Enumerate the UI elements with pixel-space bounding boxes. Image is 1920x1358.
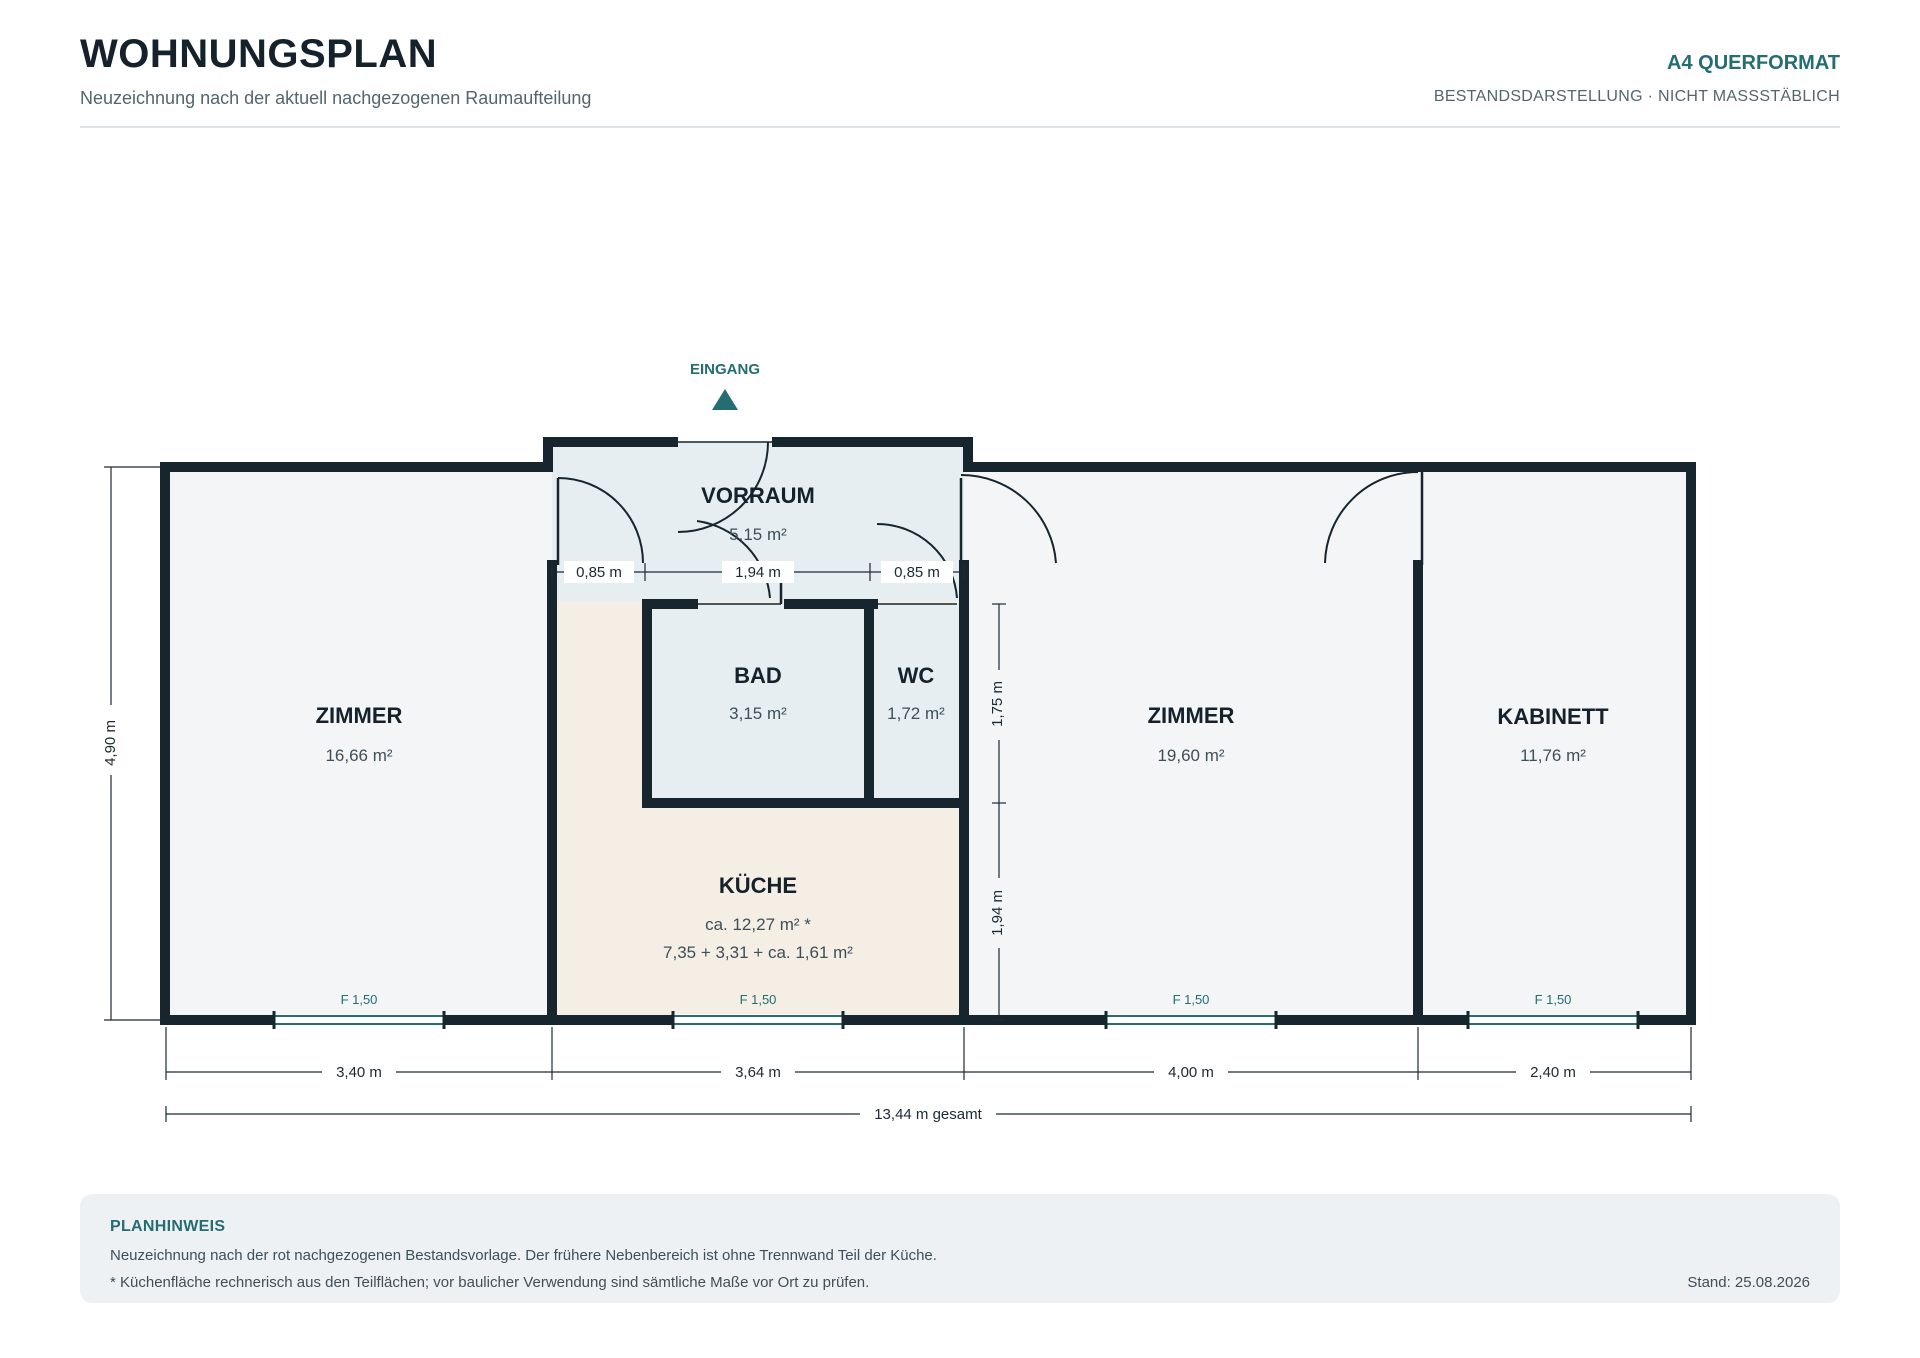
header-divider	[80, 126, 1840, 128]
room-name-kueche: KÜCHE	[719, 873, 797, 898]
room-area-vorraum: 5,15 m²	[729, 525, 787, 544]
dim-total: 13,44 m gesamt	[874, 1106, 982, 1123]
room-name-vorraum: VORRAUM	[701, 483, 815, 508]
door-leaves	[556, 441, 1424, 605]
room-fill-wc	[869, 604, 964, 803]
window-label: F 1,50	[341, 992, 378, 1007]
room-name-kabinett: KABINETT	[1497, 704, 1609, 729]
room-fill-zimmer-left	[165, 467, 552, 1020]
door-arc-wc	[876, 522, 958, 599]
room-name-wc: WC	[898, 663, 935, 688]
window-label: F 1,50	[740, 992, 777, 1007]
status-label: BESTANDSDARSTELLUNG · NICHT MASSSTÄBLICH	[1433, 88, 1840, 105]
page-title: WOHNUNGSPLAN	[80, 32, 438, 76]
entrance-label: EINGANG	[690, 361, 760, 378]
room-fill-bad	[647, 604, 869, 803]
dim-height: 4,90 m	[102, 720, 119, 766]
dim-vorraum-mid: 1,94 m	[735, 564, 781, 581]
room-area-zimmer-right: 19,60 m²	[1157, 746, 1224, 765]
note-line-2: * Küchenfläche rechnerisch aus den Teilf…	[110, 1274, 870, 1291]
room-area-bad: 3,15 m²	[729, 704, 787, 723]
window-label: F 1,50	[1173, 992, 1210, 1007]
door-arc-bad	[696, 520, 771, 599]
door-arc-zimmer-right	[960, 473, 1057, 564]
dim-width-3: 4,00 m	[1168, 1064, 1214, 1081]
room-name-bad: BAD	[734, 663, 782, 688]
window-kabinett: F 1,50	[1466, 992, 1640, 1029]
dim-vorraum-left: 0,85 m	[576, 564, 622, 581]
room-area-wc: 1,72 m²	[887, 704, 945, 723]
door-arc-kabinett	[1324, 471, 1419, 564]
note-title: PLANHINWEIS	[110, 1218, 226, 1235]
page-subtitle: Neuzeichnung nach der aktuell nachgezoge…	[80, 88, 592, 108]
dim-width-2: 3,64 m	[735, 1064, 781, 1081]
window-zimmer-right: F 1,50	[1104, 992, 1278, 1029]
room-fill-kabinett	[1418, 467, 1691, 1020]
room-fill-zimmer-right	[964, 467, 1418, 1020]
dim-inner-upper: 1,75 m	[989, 681, 1006, 727]
note-date: Stand: 25.08.2026	[1687, 1274, 1810, 1291]
door-arc-zimmer-left	[557, 477, 644, 564]
room-detail-kueche: 7,35 + 3,31 + ca. 1,61 m²	[663, 943, 853, 962]
window-kueche: F 1,50	[671, 992, 845, 1029]
dim-width-4: 2,40 m	[1530, 1064, 1576, 1081]
room-labels: ZIMMER 16,66 m² VORRAUM 5,15 m² BAD 3,15…	[316, 483, 1610, 962]
dim-width-1: 3,40 m	[336, 1064, 382, 1081]
room-name-zimmer-right: ZIMMER	[1148, 703, 1235, 728]
format-label: A4 QUERFORMAT	[1667, 52, 1840, 74]
window-zimmer-left: F 1,50	[272, 992, 446, 1029]
plan-note-box: PLANHINWEIS Neuzeichnung nach der rot na…	[80, 1194, 1840, 1303]
entrance-arrow-icon	[712, 389, 738, 410]
door-swings	[557, 441, 1419, 599]
room-name-zimmer-left: ZIMMER	[316, 703, 403, 728]
door-arc-entrance	[677, 441, 769, 533]
window-label: F 1,50	[1535, 992, 1572, 1007]
room-area-zimmer-left: 16,66 m²	[325, 746, 392, 765]
dim-inner-lower: 1,94 m	[989, 890, 1006, 936]
windows: F 1,50 F 1,50 F 1,50 F 1,50	[272, 992, 1640, 1029]
dim-vorraum-right: 0,85 m	[894, 564, 940, 581]
room-area-kueche: ca. 12,27 m² *	[705, 915, 811, 934]
room-area-kabinett: 11,76 m²	[1520, 746, 1586, 765]
note-line-1: Neuzeichnung nach der rot nachgezogenen …	[110, 1247, 937, 1264]
